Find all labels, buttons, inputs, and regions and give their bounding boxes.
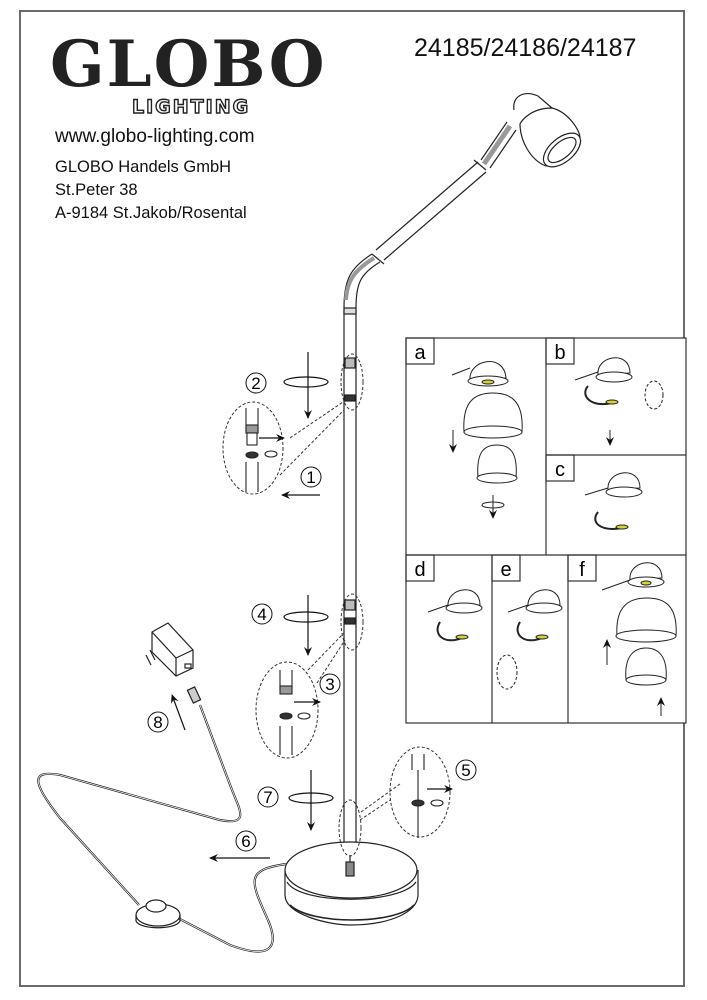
- step-marker-2: 2: [245, 372, 267, 394]
- panel-b-illustration: [574, 357, 664, 446]
- step-markers: 1 2 3 4 5 6 7 8: [147, 372, 477, 852]
- gooseneck-lower: [343, 253, 381, 309]
- website-link[interactable]: www.globo-lighting.com: [55, 126, 255, 147]
- arrow-up-step8: [171, 694, 186, 731]
- step-number-8: 8: [153, 713, 162, 732]
- panel-label-f: f: [579, 559, 585, 581]
- callout-joint-base-zoom: [389, 746, 451, 838]
- logo-wordmark: GLOBO: [50, 27, 327, 102]
- rotate-icon-step7: [288, 792, 334, 804]
- lamp-shade: [513, 93, 582, 168]
- callout-joint-upper: [340, 353, 364, 411]
- step-marker-6: 6: [235, 830, 257, 852]
- panel-a-illustration: [449, 361, 523, 519]
- rotate-icon-step2: [283, 376, 329, 388]
- step-number-1: 1: [306, 468, 315, 487]
- lamp-pole: [343, 307, 357, 855]
- panel-label-b: b: [554, 342, 565, 364]
- panel-e-illustration: [496, 589, 563, 690]
- panel-d-illustration: [427, 589, 483, 642]
- step-marker-1: 1: [300, 466, 322, 488]
- globo-logo: GLOBO LIGHTING: [50, 30, 350, 120]
- power-adapter: [145, 622, 194, 677]
- panel-label-e: e: [500, 559, 511, 581]
- callout-joint-middle: [340, 593, 364, 651]
- panel-label-a: a: [414, 342, 426, 364]
- logo-subtitle: LIGHTING: [131, 95, 251, 118]
- panel-c-illustration: [584, 472, 643, 530]
- step-number-7: 7: [263, 788, 272, 807]
- callout-joint-upper-zoom: [222, 401, 284, 495]
- panel-label-d: d: [414, 559, 425, 581]
- adapter-plug: [186, 686, 202, 704]
- step-marker-8: 8: [147, 711, 169, 733]
- step-marker-5: 5: [455, 759, 477, 781]
- floor-lamp: [37, 93, 582, 953]
- step-number-6: 6: [241, 832, 250, 851]
- step-number-3: 3: [325, 675, 334, 694]
- step-marker-4: 4: [251, 603, 273, 625]
- foot-switch: [135, 899, 181, 929]
- panel-illustrations: [427, 357, 677, 716]
- step-number-2: 2: [251, 374, 260, 393]
- model-numbers: 24185/24186/24187: [414, 34, 637, 62]
- power-cable-inner: [37, 704, 287, 952]
- panel-label-c: c: [555, 459, 565, 481]
- step-marker-3: 3: [319, 673, 341, 695]
- detail-panel-labels: a b c d e f: [414, 342, 585, 581]
- step-number-4: 4: [257, 605, 266, 624]
- direction-arrows: [171, 352, 453, 862]
- street-address: St.Peter 38: [55, 181, 138, 199]
- callout-joint-middle-zoom: [255, 661, 319, 759]
- step-marker-7: 7: [257, 786, 279, 808]
- panel-f-illustration: [601, 562, 677, 716]
- company-name: GLOBO Handels GmbH: [55, 158, 232, 176]
- exploded-parts: [245, 408, 444, 838]
- lamp-arm: [371, 121, 517, 265]
- lamp-base: [284, 841, 419, 926]
- city-address: A-9184 St.Jakob/Rosental: [55, 204, 247, 222]
- rotate-icon-step4: [283, 611, 329, 623]
- step-number-5: 5: [461, 761, 470, 780]
- callout-joint-base: [338, 799, 362, 857]
